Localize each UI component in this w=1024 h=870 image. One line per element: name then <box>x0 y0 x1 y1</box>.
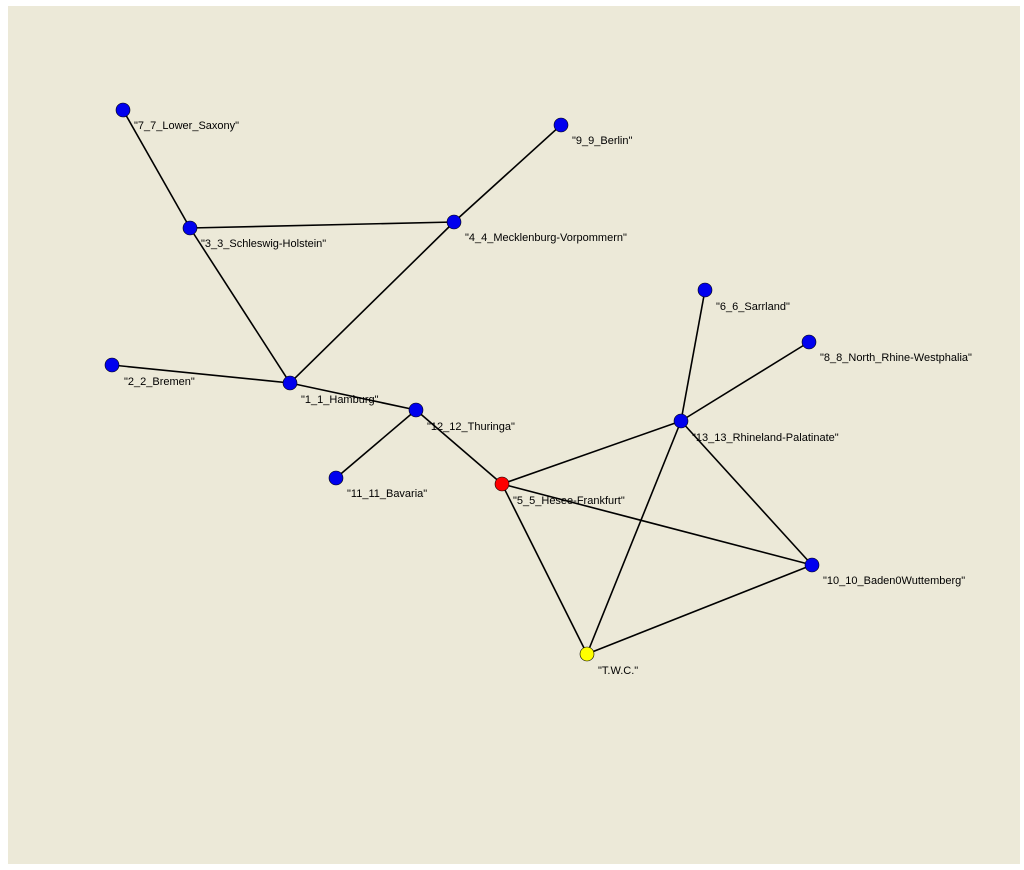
node-label-n12: "12_12_Thuringa" <box>427 421 515 433</box>
edge-n5-n10 <box>501 483 813 566</box>
node-label-n5: "5_5_Hesee-Frankfurt" <box>513 495 625 507</box>
node-n9[interactable] <box>553 117 569 133</box>
node-n12[interactable] <box>408 402 424 418</box>
edge-n4-n1 <box>289 221 455 384</box>
node-n1[interactable] <box>282 375 298 391</box>
edge-n3-n4 <box>189 221 455 229</box>
node-label-n4: "4_4_Mecklenburg-Vorpommern" <box>465 232 627 244</box>
edge-n13-twc <box>586 420 682 655</box>
edge-n13-n10 <box>680 420 813 566</box>
edge-n7-n3 <box>122 109 191 229</box>
node-label-n8: "8_8_North_Rhine-Westphalia" <box>820 352 972 364</box>
nodes-layer <box>104 102 820 662</box>
edge-n4-n9 <box>453 124 562 223</box>
node-label-n10: "10_10_Baden0Wuttemberg" <box>823 575 965 587</box>
node-n4[interactable] <box>446 214 462 230</box>
edge-n13-n8 <box>680 341 810 422</box>
node-label-n2: "2_2_Bremen" <box>124 376 195 388</box>
graph-panel[interactable] <box>8 6 1020 864</box>
node-n3[interactable] <box>182 220 198 236</box>
edge-n13-n6 <box>680 289 706 422</box>
edge-n12-n5 <box>415 409 503 485</box>
node-label-n7: "7_7_Lower_Saxony" <box>134 120 239 132</box>
node-label-n3: "3_3_Schleswig-Holstein" <box>201 238 326 250</box>
node-label-n6: "6_6_Sarrland" <box>716 301 790 313</box>
edges-layer <box>111 109 813 655</box>
edge-n12-n11 <box>335 409 417 479</box>
edge-n5-twc <box>501 483 588 655</box>
node-n8[interactable] <box>801 334 817 350</box>
node-n6[interactable] <box>697 282 713 298</box>
edge-n1-n12 <box>289 382 417 411</box>
edge-n2-n1 <box>111 364 291 384</box>
edge-n3-n1 <box>189 227 291 384</box>
node-n10[interactable] <box>804 557 820 573</box>
node-n11[interactable] <box>328 470 344 486</box>
node-n5[interactable] <box>494 476 510 492</box>
node-n2[interactable] <box>104 357 120 373</box>
node-label-n9: "9_9_Berlin" <box>572 135 632 147</box>
node-n7[interactable] <box>115 102 131 118</box>
node-label-n11: "11_11_Bavaria" <box>347 488 427 500</box>
node-n13[interactable] <box>673 413 689 429</box>
node-twc[interactable] <box>579 646 595 662</box>
edge-n10-twc <box>586 564 813 655</box>
node-label-twc: "T.W.C." <box>598 665 638 677</box>
labels-layer: "7_7_Lower_Saxony" "9_9_Berlin" "3_3_Schle… <box>124 120 972 677</box>
node-label-n1: "1_1_Hamburg" <box>301 394 379 406</box>
edge-n5-n13 <box>501 420 682 485</box>
node-label-n13: "13_13_Rhineland-Palatinate" <box>692 432 839 444</box>
